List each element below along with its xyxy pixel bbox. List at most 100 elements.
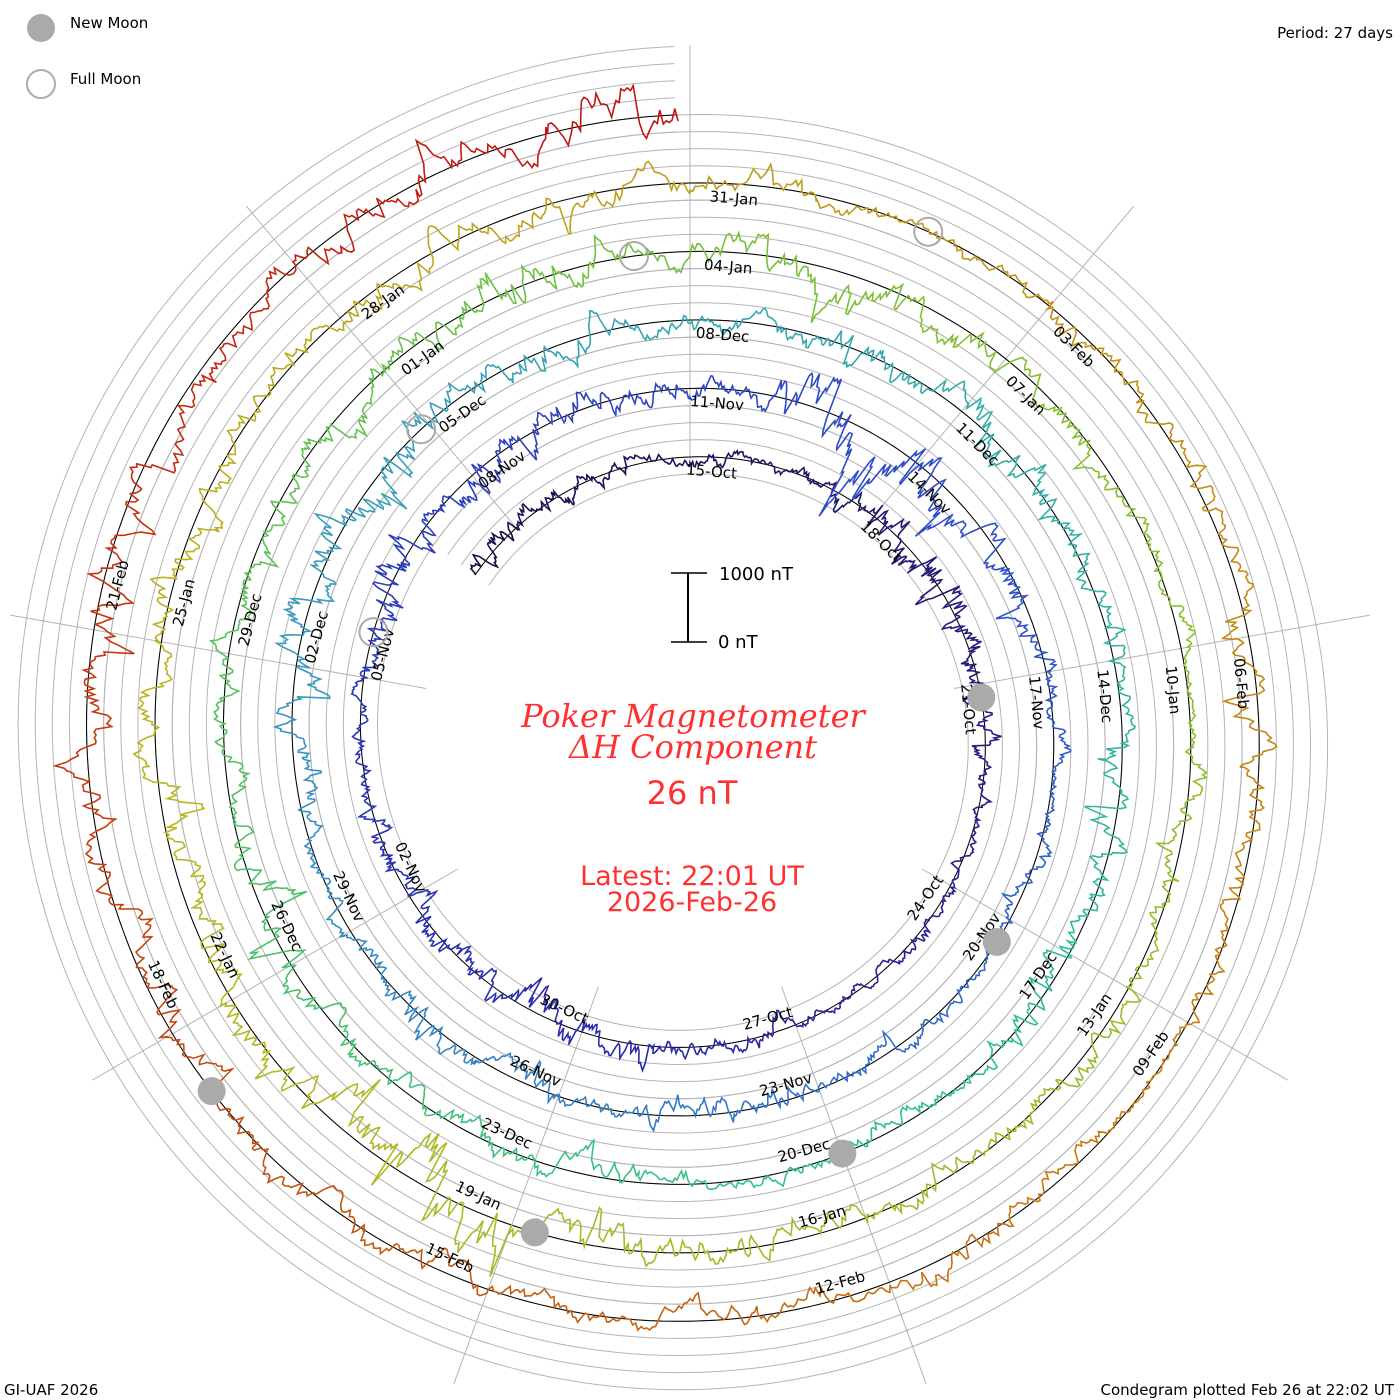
trace-day (726, 1009, 797, 1055)
new-moon-legend-icon (27, 14, 55, 42)
trace-day (588, 310, 691, 342)
scale-top-label: 1000 nT (719, 564, 794, 585)
trace-day (689, 307, 787, 337)
trace-day (359, 599, 398, 679)
trace-day (350, 677, 369, 756)
trace-day (68, 770, 125, 906)
trace-day (908, 295, 998, 372)
new-moon-marker (828, 1139, 857, 1168)
trace-day (995, 592, 1058, 673)
grid-spoke (781, 986, 927, 1384)
trace-day (1135, 399, 1216, 512)
date-label: 11-Nov (690, 392, 745, 414)
trace-day (301, 1078, 426, 1186)
trace-day (533, 1138, 641, 1184)
trace-day (434, 197, 572, 252)
trace-day (907, 556, 968, 624)
date-label: 15-Feb (423, 1239, 477, 1277)
new-moon-marker (982, 927, 1011, 956)
trace-day (189, 880, 243, 1008)
full-moon-marker (619, 241, 650, 272)
trace-day (129, 373, 217, 495)
trace-day (815, 197, 940, 240)
legend-full-moon: Full Moon (70, 70, 141, 88)
trace-day (141, 766, 206, 884)
trace-day (371, 824, 418, 897)
trace-day (355, 753, 391, 828)
trace-day (645, 1094, 736, 1133)
trace-day (866, 504, 917, 574)
new-moon-marker (197, 1077, 226, 1106)
trace-day (767, 371, 852, 439)
trace-day (891, 1221, 1015, 1291)
trace-day (785, 328, 882, 369)
trace-day (571, 461, 628, 505)
baseline-path (85, 114, 1260, 1322)
trace-day (611, 381, 691, 416)
trace-day (854, 947, 917, 990)
date-label: 11-Dec (952, 419, 1003, 469)
full-moon-marker (913, 216, 944, 247)
trace-day (252, 321, 345, 413)
date-label: 10-Jan (1162, 665, 1184, 715)
grid-spoke (91, 868, 459, 1081)
trace-day (198, 410, 257, 533)
date-label: 26-Dec (267, 898, 306, 954)
trace-day (880, 349, 969, 405)
date-label: 27-Oct (741, 1003, 795, 1034)
full-moon-marker (358, 617, 389, 648)
trace-day (1154, 763, 1208, 882)
trace-day (213, 651, 241, 763)
trace-day (940, 621, 983, 685)
trace-day (272, 665, 331, 759)
trace-day (1145, 535, 1196, 648)
footer-credit: GI-UAF 2026 (4, 1381, 98, 1399)
trace-day (429, 363, 512, 430)
trace-day (818, 414, 927, 517)
trace-day (748, 1203, 869, 1263)
trace-day (348, 1055, 442, 1117)
trace-day (420, 1131, 513, 1278)
grid-spoke (453, 986, 599, 1384)
scale-bottom-label: 0 nT (718, 632, 759, 653)
trace-day (308, 498, 385, 583)
trace-day (741, 1150, 844, 1189)
trace-day (965, 396, 1047, 479)
trace-day (414, 126, 547, 198)
date-label: 24-Oct (904, 872, 948, 924)
trace-day (817, 1029, 898, 1089)
trace-day (1228, 766, 1266, 901)
baseline-spiral (85, 114, 1260, 1322)
trace-day (1084, 758, 1130, 859)
date-label: 06-Feb (1230, 657, 1253, 710)
trace-day (208, 264, 297, 384)
trace-day (1012, 949, 1073, 1047)
trace-day (1221, 637, 1278, 768)
trace-day (797, 265, 911, 324)
trace-day (971, 1079, 1062, 1165)
trace-day (273, 581, 337, 669)
trace-day (297, 756, 324, 850)
trace-day (472, 1052, 561, 1105)
trace-day (1071, 439, 1150, 538)
date-label: 23-Dec (479, 1114, 535, 1153)
date-label: 04-Jan (703, 256, 753, 278)
trace-day (795, 984, 857, 1028)
legend-new-moon: New Moon (70, 14, 148, 32)
trace-day (281, 964, 358, 1058)
trace-day (1008, 1128, 1111, 1222)
trace-day (1106, 660, 1137, 760)
trace-day (899, 457, 967, 537)
trace-day (689, 375, 769, 413)
trace-day (689, 448, 756, 469)
date-label: 07-Jan (1002, 372, 1049, 419)
date-label: 09-Feb (1129, 1028, 1173, 1080)
trace-day (622, 453, 691, 469)
full-moon-legend-icon (26, 69, 56, 99)
trace-day (359, 1228, 489, 1297)
trace-day (1055, 986, 1141, 1088)
date-label: 08-Dec (695, 324, 750, 346)
trace-day (689, 230, 800, 278)
grid-spoke (953, 614, 1370, 689)
date-label: 05-Dec (435, 391, 489, 437)
